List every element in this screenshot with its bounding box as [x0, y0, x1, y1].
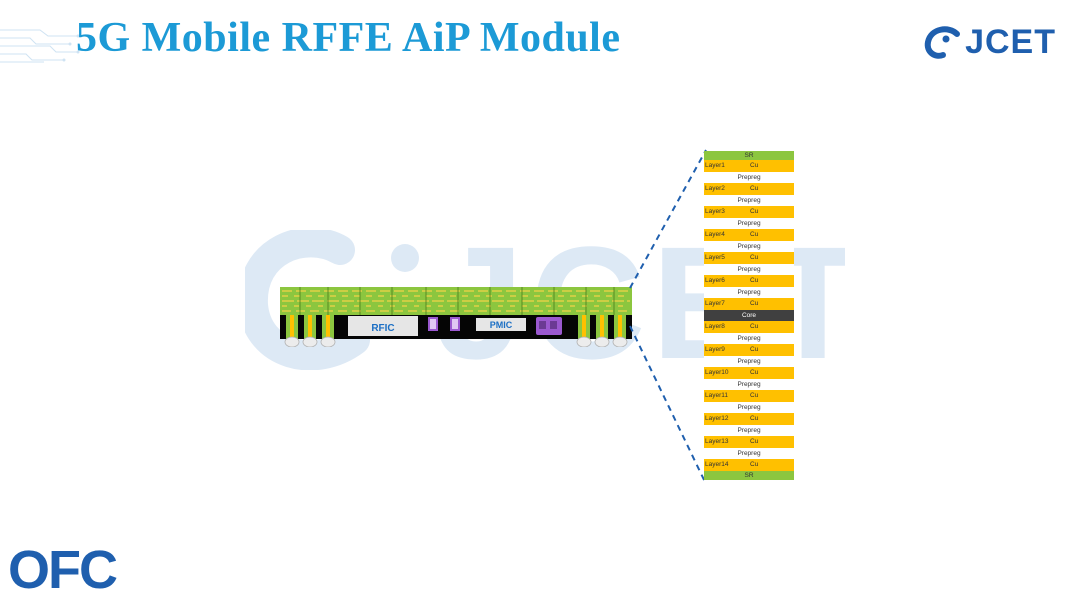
- circuit-decoration: [0, 29, 80, 63]
- stackup-prepreg: Prepreg: [704, 171, 794, 183]
- pmic-chip: [476, 318, 526, 331]
- layer-material: Cu: [750, 323, 759, 330]
- layer-material: Cu: [750, 254, 759, 261]
- layer-material: Cu: [750, 346, 759, 353]
- layer-material: Cu: [750, 461, 759, 468]
- layer-material: Cu: [750, 300, 759, 307]
- layer-name: Layer10: [705, 369, 729, 376]
- stackup-prepreg: Prepreg: [704, 240, 794, 252]
- layer-name: Layer13: [705, 438, 729, 445]
- stackup-prepreg: Prepreg: [704, 355, 794, 367]
- aip-module-cross-section: RFIC PMIC: [280, 287, 632, 347]
- jcet-swirl-icon: [924, 26, 961, 59]
- layer-material: Cu: [750, 208, 759, 215]
- stackup-copper-layer: Layer7 Cu: [704, 298, 794, 310]
- solder-balls: [284, 336, 628, 347]
- layer-name: Layer7: [705, 300, 725, 307]
- stackup-prepreg: Prepreg: [704, 286, 794, 298]
- layer-name: Layer11: [705, 392, 729, 399]
- stackup-prepreg: Prepreg: [704, 217, 794, 229]
- layer-material: Cu: [750, 415, 759, 422]
- layer-name: Layer8: [705, 323, 725, 330]
- stackup-copper-layer: Layer1 Cu: [704, 160, 794, 172]
- stackup-copper-layer: Layer14 Cu: [704, 459, 794, 471]
- stackup-solder-resist: SR: [704, 151, 794, 160]
- jcet-logo: JCET: [923, 22, 1056, 62]
- layer-name: Layer6: [705, 277, 725, 284]
- rfic-chip: [348, 316, 418, 336]
- layer-material: Cu: [750, 231, 759, 238]
- stackup-copper-layer: Layer5 Cu: [704, 252, 794, 264]
- layer-material: Cu: [750, 185, 759, 192]
- layer-name: Layer3: [705, 208, 725, 215]
- layer-name: Layer4: [705, 231, 725, 238]
- stackup-copper-layer: Layer12 Cu: [704, 413, 794, 425]
- logo-text: JCET: [965, 22, 1056, 61]
- stackup-prepreg: Prepreg: [704, 194, 794, 206]
- layer-material: Cu: [750, 162, 759, 169]
- layer-name: Layer12: [705, 415, 729, 422]
- stackup-copper-layer: Layer11 Cu: [704, 390, 794, 402]
- pmic-label: PMIC: [490, 320, 513, 330]
- layer-name: Layer9: [705, 346, 725, 353]
- stackup-prepreg: Prepreg: [704, 401, 794, 413]
- stackup-copper-layer: Layer10 Cu: [704, 367, 794, 379]
- stackup-copper-layer: Layer3 Cu: [704, 206, 794, 218]
- ofc-logo: OFC: [8, 540, 119, 596]
- layer-material: Cu: [750, 438, 759, 445]
- stackup-prepreg: Prepreg: [704, 263, 794, 275]
- stackup-solder-resist: SR: [704, 470, 794, 480]
- layer-material: Cu: [750, 277, 759, 284]
- left-posts: [286, 315, 334, 339]
- stackup-core: Core: [704, 309, 794, 321]
- zoom-lines: [629, 149, 707, 485]
- layer-name: Layer14: [705, 461, 729, 468]
- stackup-copper-layer: Layer8 Cu: [704, 321, 794, 333]
- ofc-logo-text: OFC: [8, 540, 117, 596]
- layer-material: Cu: [750, 369, 759, 376]
- layer-name: Layer2: [705, 185, 725, 192]
- layer-name: Layer1: [705, 162, 725, 169]
- rfic-label: RFIC: [371, 323, 394, 334]
- stackup-copper-layer: Layer9 Cu: [704, 344, 794, 356]
- slide-title: 5G Mobile RFFE AiP Module: [76, 15, 621, 61]
- stackup-copper-layer: Layer13 Cu: [704, 436, 794, 448]
- stackup-copper-layer: Layer2 Cu: [704, 183, 794, 195]
- stackup-copper-layer: Layer4 Cu: [704, 229, 794, 241]
- right-posts: [578, 315, 626, 339]
- stackup-copper-layer: Layer6 Cu: [704, 275, 794, 287]
- layer-name: Layer5: [705, 254, 725, 261]
- stackup-prepreg: Prepreg: [704, 424, 794, 436]
- stackup-prepreg: Prepreg: [704, 378, 794, 390]
- stackup-prepreg: Prepreg: [704, 332, 794, 344]
- layer-material: Cu: [750, 392, 759, 399]
- stackup-prepreg: Prepreg: [704, 447, 794, 459]
